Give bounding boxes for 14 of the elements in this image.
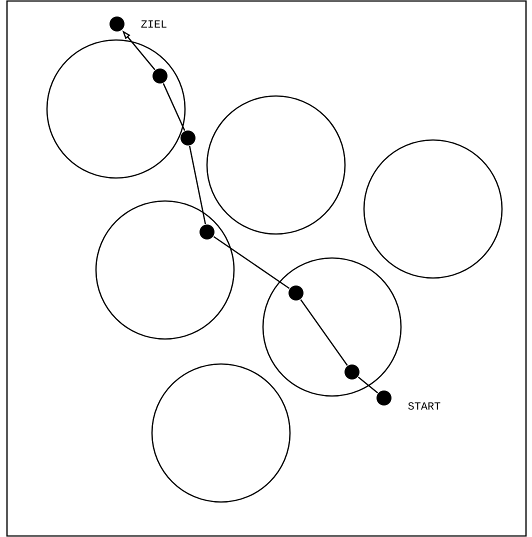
point-label: ZIEL: [141, 20, 166, 28]
path-segment: [358, 376, 378, 394]
point-label: START: [408, 402, 440, 410]
waypoint-dot: [180, 130, 196, 146]
path-segment: [162, 83, 186, 131]
waypoint-dot: [376, 390, 392, 406]
waypoint-dot: [152, 68, 168, 84]
waypoint-dot: [344, 364, 360, 380]
path-segment: [300, 299, 348, 366]
waypoint-dot: [200, 224, 214, 240]
waypoint-dot: [110, 16, 124, 32]
path-segment: [188, 146, 206, 224]
waypoint-dot: [288, 286, 304, 300]
path-segment: [213, 236, 290, 289]
